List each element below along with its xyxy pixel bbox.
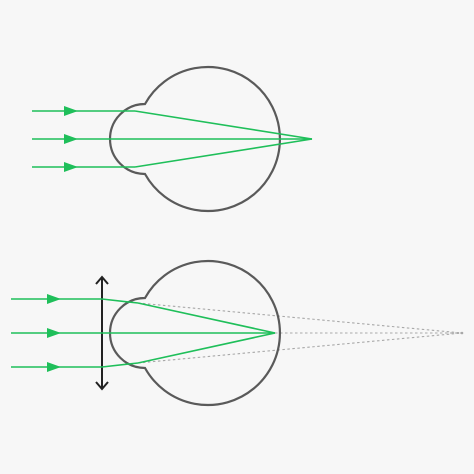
eyeball-outline-corrected [108,259,282,407]
ray-bottom-after-lens [101,362,139,368]
panel-corrected-eye [11,259,464,407]
ray-top-in-eye [137,302,276,334]
panel-uncorrected-eye [32,65,313,213]
ray-top-after-lens [101,298,139,304]
extension-bottom [137,332,463,364]
arrowhead-bottom [64,162,78,172]
incoming-rays-corrected [11,298,125,368]
lens-refracted-rays [101,298,139,368]
incoming-rays [32,110,135,168]
ray-arrowheads-corrected [47,294,61,372]
arrowhead-middle [64,134,78,144]
lens-arrow-top [95,275,109,285]
refracted-rays [125,110,313,168]
arrowhead-top-corrected [47,294,61,304]
extension-lines [137,302,463,364]
lens-arrow-bottom [95,381,109,391]
ray-bottom-refracted [134,138,313,168]
extension-top [137,302,463,334]
ray-arrowheads [64,106,78,172]
arrowhead-bottom-corrected [47,362,61,372]
ray-bottom-in-eye [137,332,276,364]
arrowhead-top [64,106,78,116]
original-focal-point [460,331,464,335]
ray-top-refracted [134,110,313,140]
eyeball-outline [108,65,282,213]
eye-refracted-rays [125,302,276,364]
arrowhead-middle-corrected [47,328,61,338]
